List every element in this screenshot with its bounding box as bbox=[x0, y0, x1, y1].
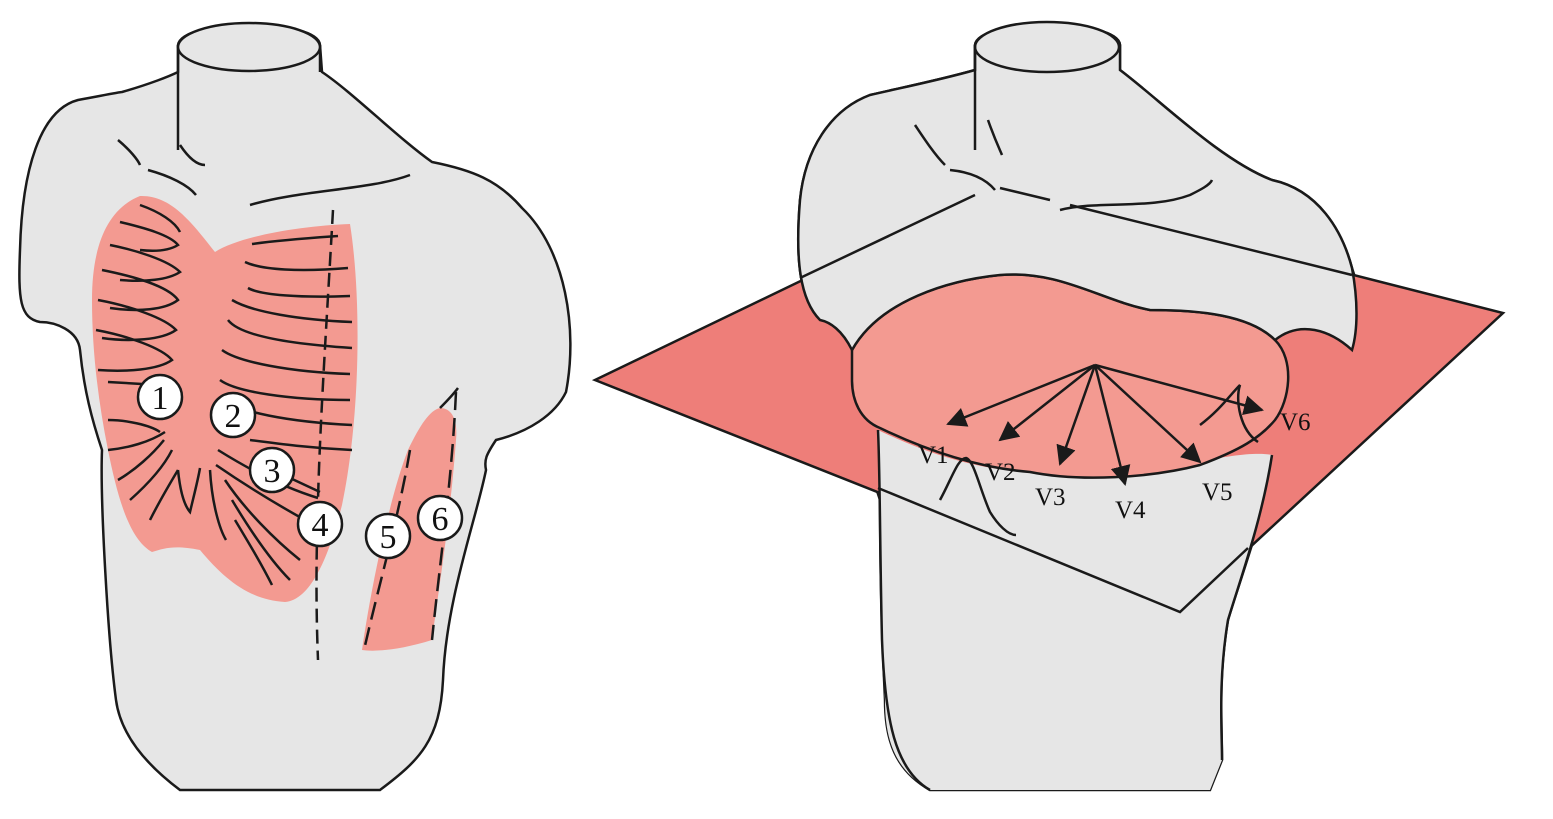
electrode-label: 2 bbox=[225, 398, 242, 435]
lead-label: V6 bbox=[1280, 409, 1311, 436]
lead-vector-arrow bbox=[946, 363, 1096, 427]
electrode-label: 3 bbox=[264, 453, 281, 490]
electrode-circle bbox=[364, 512, 412, 560]
electrode-label: 4 bbox=[312, 507, 329, 544]
lead-label: V4 bbox=[1115, 497, 1146, 524]
right-arm-curve bbox=[1199, 384, 1259, 444]
electrode-label: 6 bbox=[432, 501, 449, 538]
lead-vector-arrow bbox=[1094, 364, 1202, 464]
electrode-5: 5 bbox=[364, 512, 412, 560]
lead-label: V3 bbox=[1035, 484, 1066, 511]
lower-torso-sides bbox=[876, 429, 1274, 792]
electrode-circle bbox=[209, 391, 257, 439]
lead-label: V5 bbox=[1202, 479, 1233, 506]
lead-v3: V3 bbox=[1035, 364, 1097, 511]
right-neck-top bbox=[973, 20, 1121, 74]
lead-label: V1 bbox=[918, 442, 949, 469]
plane-front-edge bbox=[877, 486, 1249, 614]
electrode-2: 2 bbox=[209, 391, 257, 439]
electrode-circle bbox=[248, 446, 296, 494]
electrode-circle bbox=[136, 373, 184, 421]
lead-v2: V2 bbox=[985, 364, 1096, 486]
lead-v6: V6 bbox=[1094, 363, 1311, 436]
lead-v5: V5 bbox=[1094, 364, 1233, 506]
lead-vector-arrow bbox=[1056, 364, 1097, 466]
right-collar-lines bbox=[913, 119, 1214, 212]
electrode-4: 4 bbox=[296, 500, 344, 548]
electrode-circle bbox=[416, 494, 464, 542]
ribs-right-side bbox=[95, 203, 228, 541]
lead-v4: V4 bbox=[1093, 364, 1146, 524]
electrode-label: 5 bbox=[380, 519, 397, 556]
upper-torso bbox=[796, 23, 1358, 353]
lead-vector-arrow bbox=[1094, 363, 1264, 415]
lead-v1: V1 bbox=[918, 363, 1096, 469]
lead-vector-arrow bbox=[998, 364, 1096, 442]
left-neck-top bbox=[176, 21, 322, 73]
electrode-circle bbox=[296, 500, 344, 548]
electrode-3: 3 bbox=[248, 446, 296, 494]
lead-label: V2 bbox=[985, 459, 1016, 486]
lower-torso bbox=[878, 430, 1272, 790]
lead-vector-arrow bbox=[1093, 364, 1131, 486]
electrode-label: 1 bbox=[152, 380, 169, 417]
plane-back-edge bbox=[799, 186, 1353, 280]
electrode-6: 6 bbox=[416, 494, 464, 542]
left-collar-lines bbox=[117, 139, 411, 207]
ecg-waveform bbox=[938, 456, 1017, 537]
mid-axillary-line bbox=[430, 391, 458, 641]
left-armpit-curve bbox=[439, 387, 459, 409]
electrode-1: 1 bbox=[136, 373, 184, 421]
